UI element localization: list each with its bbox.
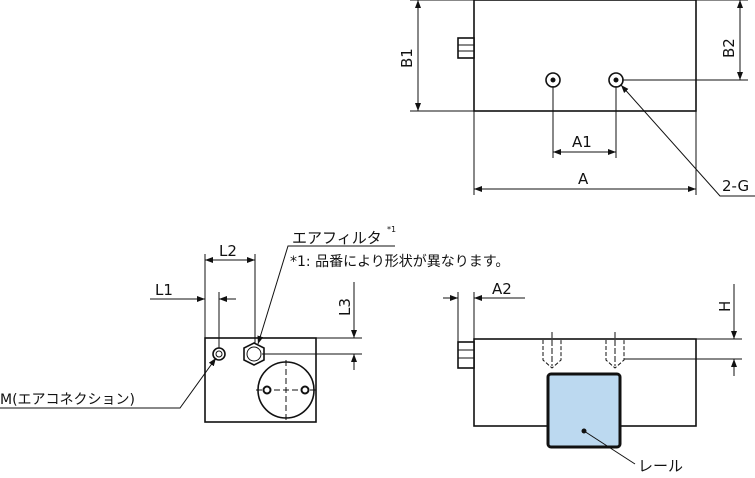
air-connection-leader: [0, 357, 217, 409]
top-body: [473, 0, 697, 112]
front-view: A2 H レール: [443, 280, 742, 475]
dim-h-label: H: [716, 301, 734, 312]
hole-callout-label: 2-G: [722, 177, 749, 195]
dim-l2-label: L2: [219, 242, 237, 260]
dim-a-label: A: [578, 170, 589, 188]
dim-a2-label: A2: [492, 280, 512, 298]
rail-label: レール: [638, 457, 683, 475]
air-filter-label: エアフィルタ: [292, 229, 382, 247]
air-filter-note-mark: *1: [387, 225, 396, 234]
rail: [546, 372, 622, 449]
top-view: B1 B2 A1 A 2-G: [398, 0, 755, 197]
top-side-fitting: [457, 37, 475, 59]
round-port: [256, 360, 316, 420]
dim-a1-label: A1: [572, 133, 592, 151]
hole-callout-leader: [620, 84, 755, 197]
rail-leader: [583, 430, 636, 465]
mounting-hole: [545, 72, 561, 88]
dim-l1-label: L1: [155, 281, 173, 299]
dim-b2-label: B2: [720, 38, 738, 58]
mounting-hole: [608, 72, 624, 88]
tapped-hole: [605, 332, 625, 369]
air-connection-label: M(エアコネクション): [0, 392, 135, 408]
air-connection-fitting: [212, 347, 226, 361]
air-filter-leader: [257, 245, 395, 345]
note-text: *1: 品番により形状が異なります。: [290, 254, 509, 270]
dim-b1-label: B1: [398, 48, 416, 68]
tapped-hole: [542, 332, 562, 369]
dim-l3-label: L3: [336, 298, 354, 316]
front-side-fitting: [457, 341, 475, 369]
side-view: L1 L2 L3 エアフィルタ *1 *1: 品番により形状が異なります。 M(…: [0, 225, 509, 423]
